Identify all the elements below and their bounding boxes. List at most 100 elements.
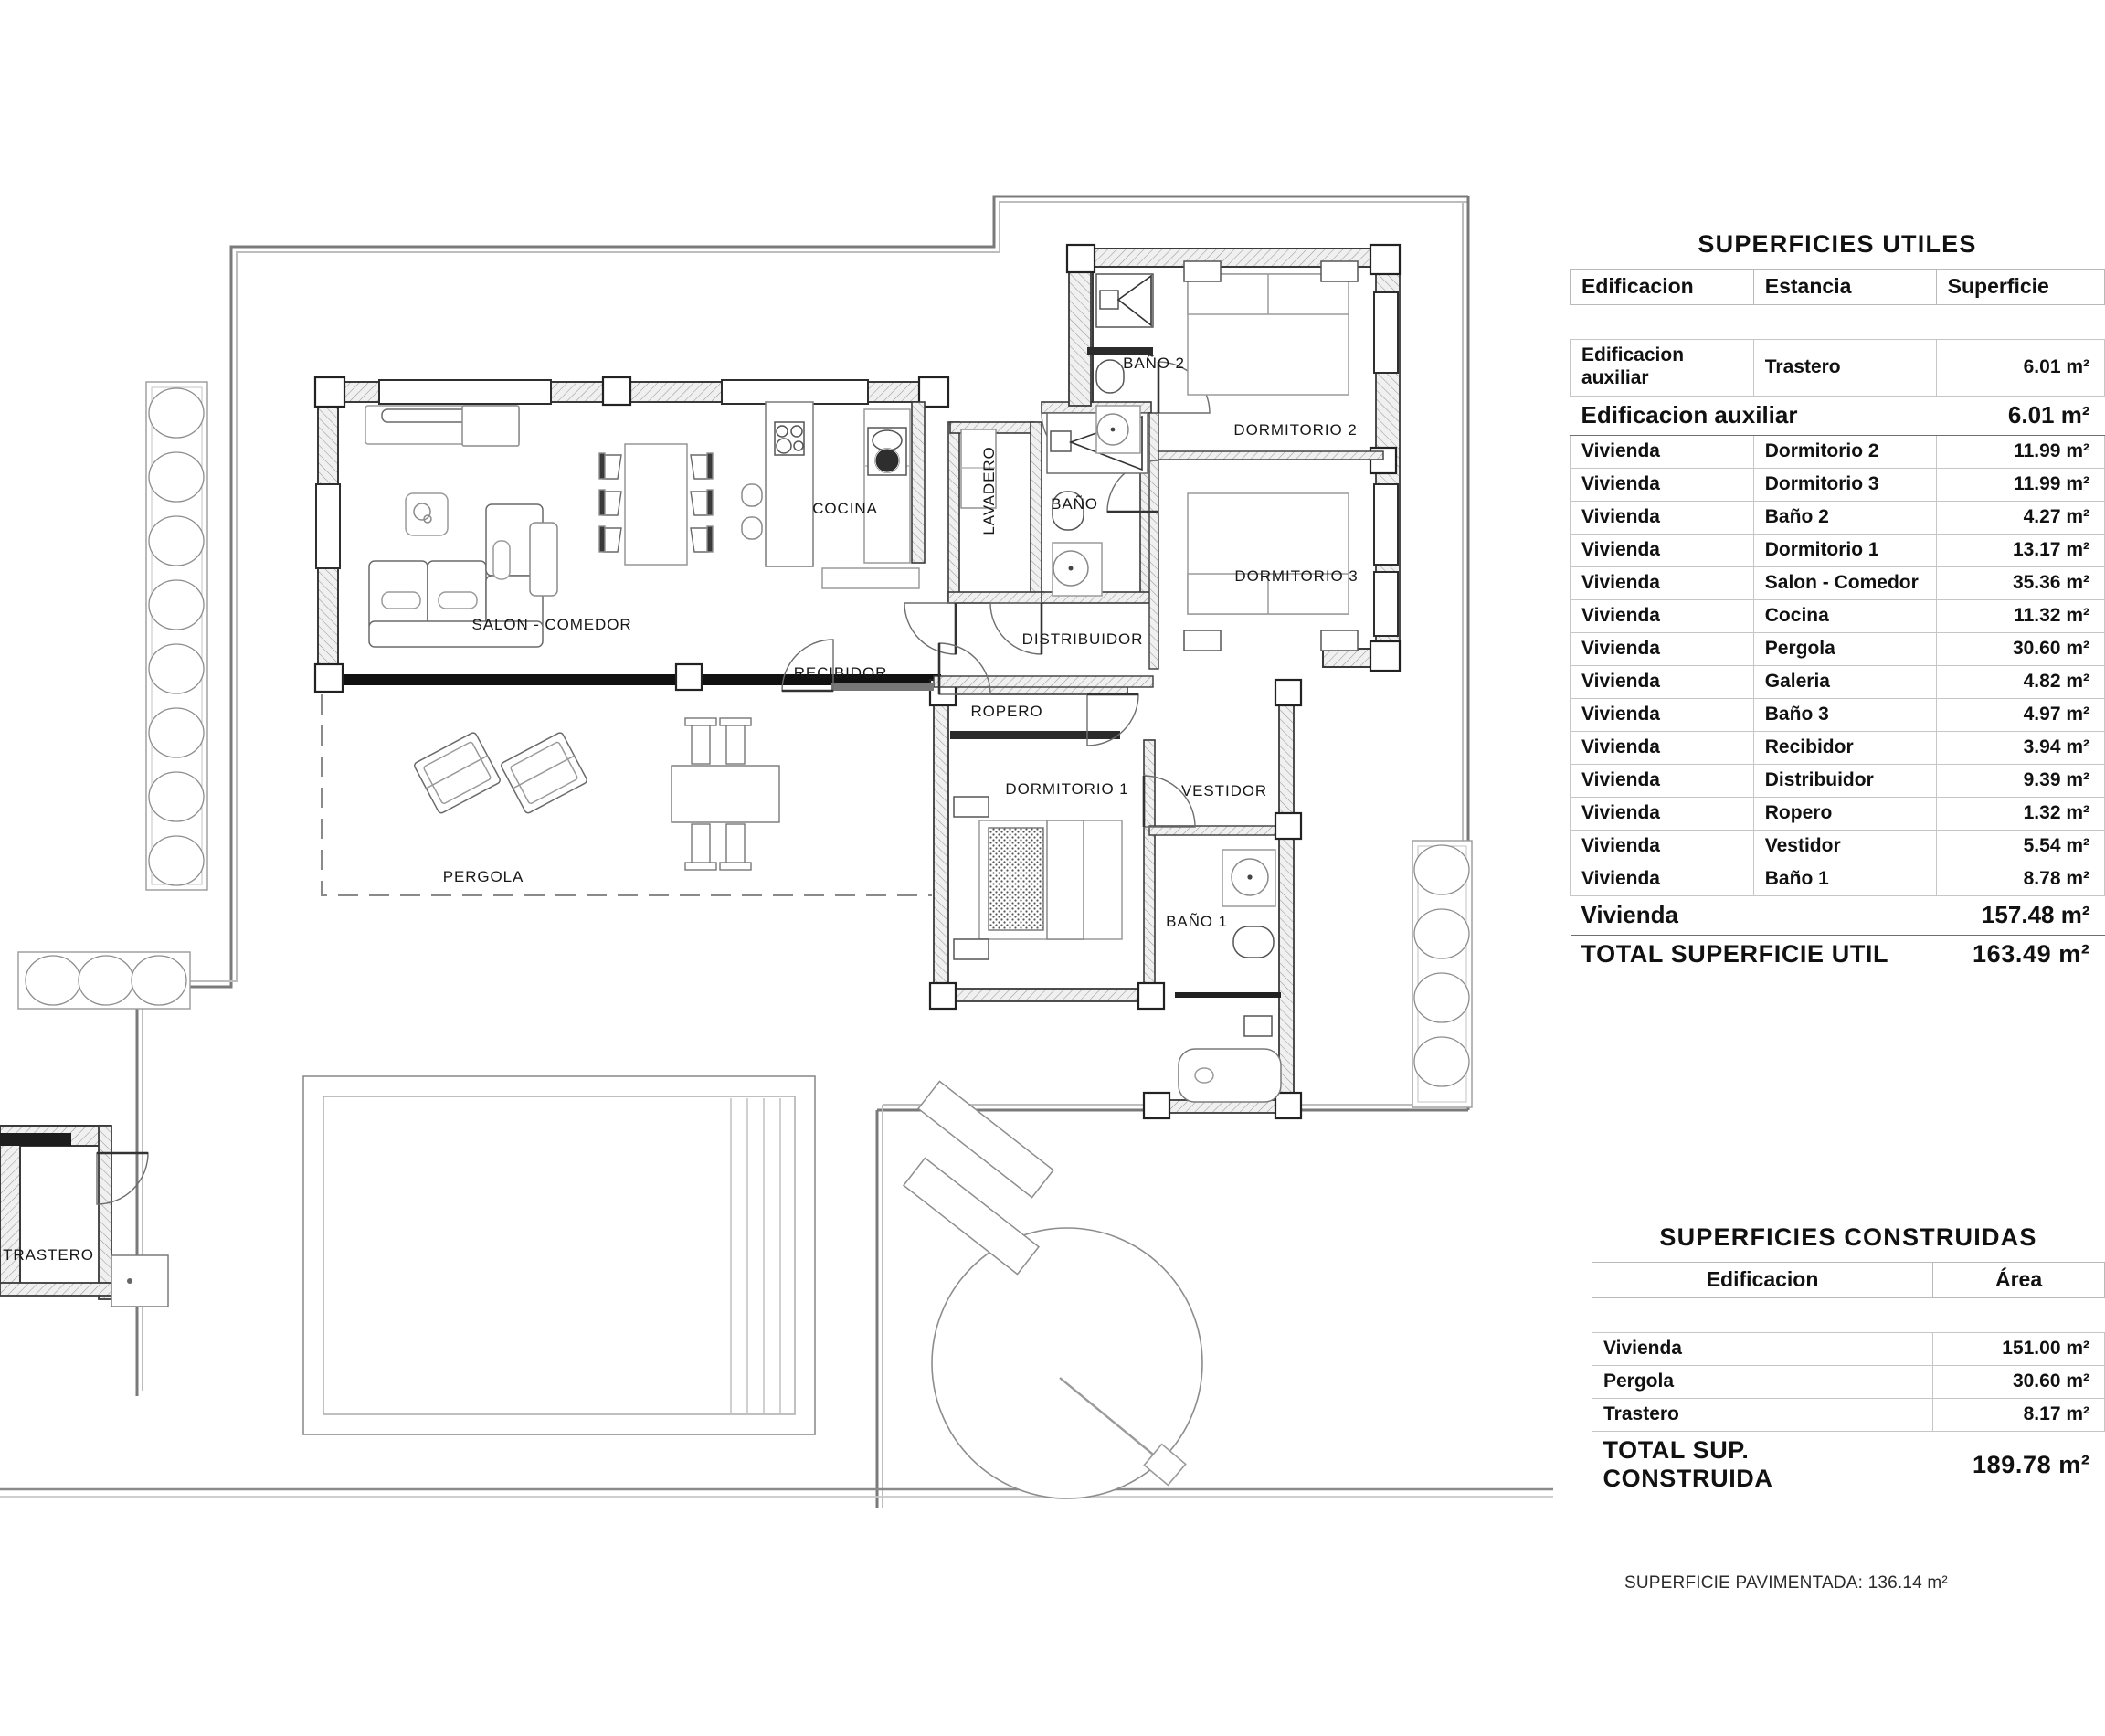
- superficie-pavimentada-note: SUPERFICIE PAVIMENTADA: 136.14 m²: [1624, 1573, 1948, 1593]
- table-row: Vivienda 151.00 m²: [1591, 1332, 2105, 1366]
- table-row: Vivienda Baño 3 4.97 m²: [1570, 697, 2105, 732]
- table-row: Vivienda Ropero 1.32 m²: [1570, 796, 2105, 831]
- cell-edificacion: Vivienda: [1570, 631, 1754, 666]
- furniture-living-room: [365, 405, 558, 648]
- cell-estancia: Pergola: [1752, 631, 1937, 666]
- utiles-table-title: SUPERFICIES UTILES: [1698, 230, 1977, 258]
- subtotal-row-vivienda: Vivienda 157.48 m²: [1570, 894, 2105, 936]
- utiles-header-estancia: Estancia: [1752, 269, 1937, 305]
- cell-estancia: Trastero: [1752, 339, 1937, 397]
- cell-estancia: Vestidor: [1752, 829, 1937, 863]
- table-row: Vivienda Dormitorio 2 11.99 m²: [1570, 434, 2105, 469]
- table-row: Vivienda Recibidor 3.94 m²: [1570, 730, 2105, 765]
- superficies-utiles-table: SUPERFICIES UTILES Edificacion Estancia …: [1570, 222, 2105, 974]
- planter-left: [145, 381, 208, 891]
- cell-edificacion: Vivienda: [1570, 796, 1754, 831]
- cell-edificacion: Vivienda: [1570, 467, 1754, 502]
- table-row: Pergola 30.60 m²: [1591, 1365, 2105, 1399]
- subtotal-aux-value: 6.01 m²: [1936, 395, 2105, 436]
- cell-edificacion: Vivienda: [1570, 697, 1754, 732]
- planter-bottom-left: [17, 951, 191, 1010]
- cell-edificacion: Vivienda: [1570, 763, 1754, 798]
- cell-area: 30.60 m²: [1932, 1365, 2105, 1399]
- table-row: Vivienda Pergola 30.60 m²: [1570, 631, 2105, 666]
- table-row: Edificacion auxiliar Trastero 6.01 m²: [1570, 339, 2105, 397]
- cell-superficie: 4.82 m²: [1935, 664, 2105, 699]
- cell-superficie: 3.94 m²: [1935, 730, 2105, 765]
- subtotal-viv-value: 157.48 m²: [1936, 894, 2105, 936]
- fixtures-bath-2: [1095, 273, 1154, 454]
- cell-estancia: Dormitorio 2: [1752, 434, 1937, 469]
- furniture-laundry: [960, 429, 997, 509]
- cell-superficie: 11.32 m²: [1935, 598, 2105, 633]
- superficies-construidas-table: SUPERFICIES CONSTRUIDAS Edificacion Área…: [1591, 1215, 2105, 1498]
- subtotal-row-auxiliar: Edificacion auxiliar 6.01 m²: [1570, 395, 2105, 436]
- cell-superficie: 4.97 m²: [1935, 697, 2105, 732]
- cell-superficie: 1.32 m²: [1935, 796, 2105, 831]
- table-row: Vivienda Distribuidor 9.39 m²: [1570, 763, 2105, 798]
- cell-estancia: Cocina: [1752, 598, 1937, 633]
- cell-estancia: Ropero: [1752, 796, 1937, 831]
- cell-superficie: 4.27 m²: [1935, 500, 2105, 535]
- cell-area: 151.00 m²: [1932, 1332, 2105, 1366]
- table-row: Vivienda Baño 1 8.78 m²: [1570, 862, 2105, 896]
- cell-edificacion: Vivienda: [1591, 1332, 1934, 1366]
- furniture-bed-dorm3: [1183, 492, 1359, 651]
- subtotal-viv-label: Vivienda: [1570, 894, 1937, 936]
- total-util-label: TOTAL SUPERFICIE UTIL: [1581, 939, 1889, 968]
- table-row: Vivienda Dormitorio 1 13.17 m²: [1570, 533, 2105, 567]
- cell-superficie: 11.99 m²: [1935, 434, 2105, 469]
- cell-edificacion: Vivienda: [1570, 500, 1754, 535]
- floor-plan-drawing: [0, 195, 1553, 1508]
- cell-superficie: 35.36 m²: [1935, 566, 2105, 600]
- utiles-header-superficie: Superficie: [1935, 269, 2105, 305]
- table-row: Vivienda Baño 2 4.27 m²: [1570, 500, 2105, 535]
- cell-superficie: 5.54 m²: [1935, 829, 2105, 863]
- table-row: Vivienda Vestidor 5.54 m²: [1570, 829, 2105, 863]
- construidas-header-area: Área: [1932, 1262, 2105, 1298]
- cell-superficie: 6.01 m²: [1935, 339, 2105, 397]
- total-util-value: 163.49 m²: [1973, 939, 2090, 968]
- cell-edificacion: Vivienda: [1570, 730, 1754, 765]
- outdoor-lounge-chairs: [414, 732, 587, 814]
- furniture-dining-table: [598, 443, 714, 566]
- total-construida-value: 189.78 m²: [1973, 1450, 2090, 1478]
- cell-edificacion: Vivienda: [1570, 566, 1754, 600]
- floor-plan-svg: [0, 195, 1553, 1508]
- trastero-building: [0, 1125, 169, 1307]
- cell-estancia: Baño 2: [1752, 500, 1937, 535]
- fixtures-bath-1: [1175, 849, 1282, 1103]
- furniture-bed-dorm2: [1183, 260, 1359, 396]
- planter-right: [1412, 840, 1473, 1108]
- cell-estancia: Salon - Comedor: [1752, 566, 1937, 600]
- garden-steps: [902, 1080, 1055, 1276]
- cell-edificacion: Edificacion auxiliar: [1570, 339, 1754, 397]
- utiles-header-edificacion: Edificacion: [1570, 269, 1754, 305]
- cell-superficie: 8.78 m²: [1935, 862, 2105, 896]
- cell-edificacion: Vivienda: [1570, 829, 1754, 863]
- cell-superficie: 30.60 m²: [1935, 631, 2105, 666]
- table-row: Vivienda Dormitorio 3 11.99 m²: [1570, 467, 2105, 502]
- circular-terrace: [931, 1227, 1203, 1499]
- cell-estancia: Baño 3: [1752, 697, 1937, 732]
- table-row: Trastero 8.17 m²: [1591, 1398, 2105, 1432]
- house-walls: [313, 243, 1402, 1120]
- cell-edificacion: Vivienda: [1570, 598, 1754, 633]
- total-row-util: TOTAL SUPERFICIE UTIL 163.49 m²: [1571, 935, 2105, 974]
- cell-superficie: 13.17 m²: [1935, 533, 2105, 567]
- cell-superficie: 11.99 m²: [1935, 467, 2105, 502]
- cell-estancia: Dormitorio 3: [1752, 467, 1937, 502]
- superficies-utiles-panel: SUPERFICIES UTILES Edificacion Estancia …: [1570, 222, 2105, 974]
- cell-estancia: Baño 1: [1752, 862, 1937, 896]
- cell-estancia: Galeria: [1752, 664, 1937, 699]
- cell-estancia: Distribuidor: [1752, 763, 1937, 798]
- cell-edificacion: Trastero: [1591, 1398, 1934, 1432]
- subtotal-aux-label: Edificacion auxiliar: [1570, 395, 1937, 436]
- furniture-bed-dorm1: [953, 796, 1123, 960]
- pergola-zone: [321, 694, 932, 896]
- table-row: Vivienda Salon - Comedor 35.36 m²: [1570, 566, 2105, 600]
- total-construida-label: TOTAL SUP. CONSTRUIDA: [1603, 1436, 1773, 1492]
- construidas-header-edificacion: Edificacion: [1591, 1262, 1934, 1298]
- table-row: Vivienda Cocina 11.32 m²: [1570, 598, 2105, 633]
